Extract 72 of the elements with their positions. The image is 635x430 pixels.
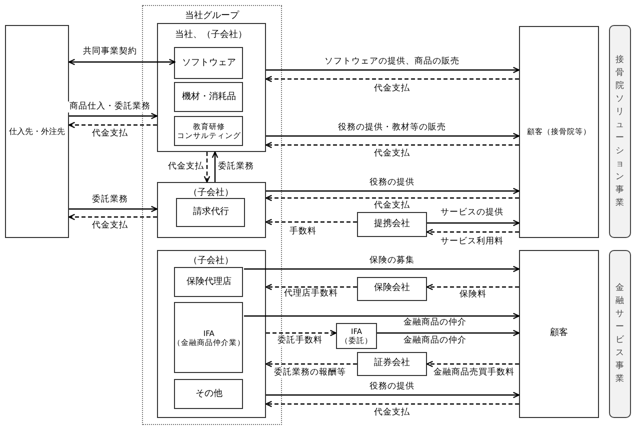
edge-label: 代金支払 (372, 84, 412, 94)
dashed-arrow (265, 142, 519, 148)
arrow (266, 188, 520, 194)
dashed-arrow (426, 228, 519, 236)
arrow (212, 151, 218, 182)
dashed-arrow (68, 122, 157, 128)
arrow (377, 330, 520, 336)
dashed-arrow (265, 360, 357, 368)
edge-label: 代金支払 (166, 162, 206, 172)
box-heading: 当社、（子会社） (174, 28, 248, 41)
dashed-arrow (426, 360, 519, 368)
dashed-arrow (204, 152, 210, 183)
edge-label: サービスの提供 (438, 208, 506, 218)
edge-label: 委託業務の報酬等 (272, 368, 348, 378)
business-box: 機材・消耗品 (174, 82, 244, 112)
edge-label: 保険の募集 (368, 256, 416, 266)
edge-label: 金融商品の仲介 (402, 336, 468, 346)
business-box: 保険代理店 (174, 267, 244, 298)
arrow (266, 392, 520, 398)
company-box (156, 22, 266, 152)
box-heading: （子会社） (188, 254, 235, 267)
edge-label: 保険料 (458, 290, 488, 300)
edge-label: サービス利用料 (438, 236, 506, 248)
arrow (68, 58, 176, 66)
arrow (244, 266, 520, 272)
dashed-arrow (265, 218, 357, 226)
edge-label: 商品仕入・委託業務 (68, 102, 152, 112)
edge-label: 委託業務 (216, 162, 256, 172)
edge-label: 代金支払 (90, 220, 130, 232)
business-box: その他 (174, 379, 244, 410)
dashed-arrow (265, 76, 519, 82)
box-heading: （子会社） (188, 186, 235, 199)
partner-box: 保険会社 (357, 277, 427, 301)
edge-label: 代金支払 (372, 148, 412, 160)
segment-band (609, 250, 631, 418)
segment-label: 接骨院ソリューション事業 (615, 54, 625, 210)
edge-label: 共同事業契約 (81, 46, 139, 58)
segment-band (609, 25, 631, 238)
dashed-arrow (68, 214, 157, 220)
edge-label: ソフトウェアの提供、商品の販売 (322, 56, 462, 68)
box-heading: 当社グループ (184, 9, 240, 22)
arrow (427, 220, 520, 226)
arrow (266, 132, 520, 140)
edge-label: 代理店手数料 (282, 288, 340, 300)
dashed-arrow (265, 400, 519, 408)
edge-label: 代金支払 (372, 408, 412, 418)
company-box (156, 182, 266, 238)
customer-box: 顧客 (519, 250, 599, 418)
partner-box: 証券会社 (357, 352, 427, 376)
edge-label: 金融商品の仲介 (402, 318, 468, 328)
segment-label: 金融サービス事業 (615, 282, 625, 386)
edge-label: 役務の提供・教材等の販売 (336, 122, 448, 134)
edge-label: 代金支払 (372, 200, 412, 212)
edge-label: 委託業務 (90, 194, 130, 206)
dashed-arrow (426, 284, 519, 290)
edge-label: 委託手数料 (276, 336, 324, 346)
partner-box: 提携会社 (357, 212, 427, 237)
arrow (69, 112, 158, 120)
edge-label: 金融商品売買手数料 (432, 368, 516, 378)
edge-label: 代金支払 (90, 128, 130, 140)
business-box: 請求代行 (176, 198, 246, 228)
dashed-arrow (265, 194, 519, 202)
edge-label: 役務の提供 (368, 178, 416, 188)
arrow (266, 66, 520, 74)
dashed-arrow (265, 284, 357, 290)
dashed-arrow (266, 330, 337, 336)
arrow (244, 312, 520, 320)
arrow (69, 206, 158, 212)
company-box (156, 250, 266, 418)
edge-label: 役務の提供 (368, 382, 416, 392)
business-box: ソフトウェア (174, 47, 244, 80)
edge-label: 手数料 (288, 226, 318, 238)
